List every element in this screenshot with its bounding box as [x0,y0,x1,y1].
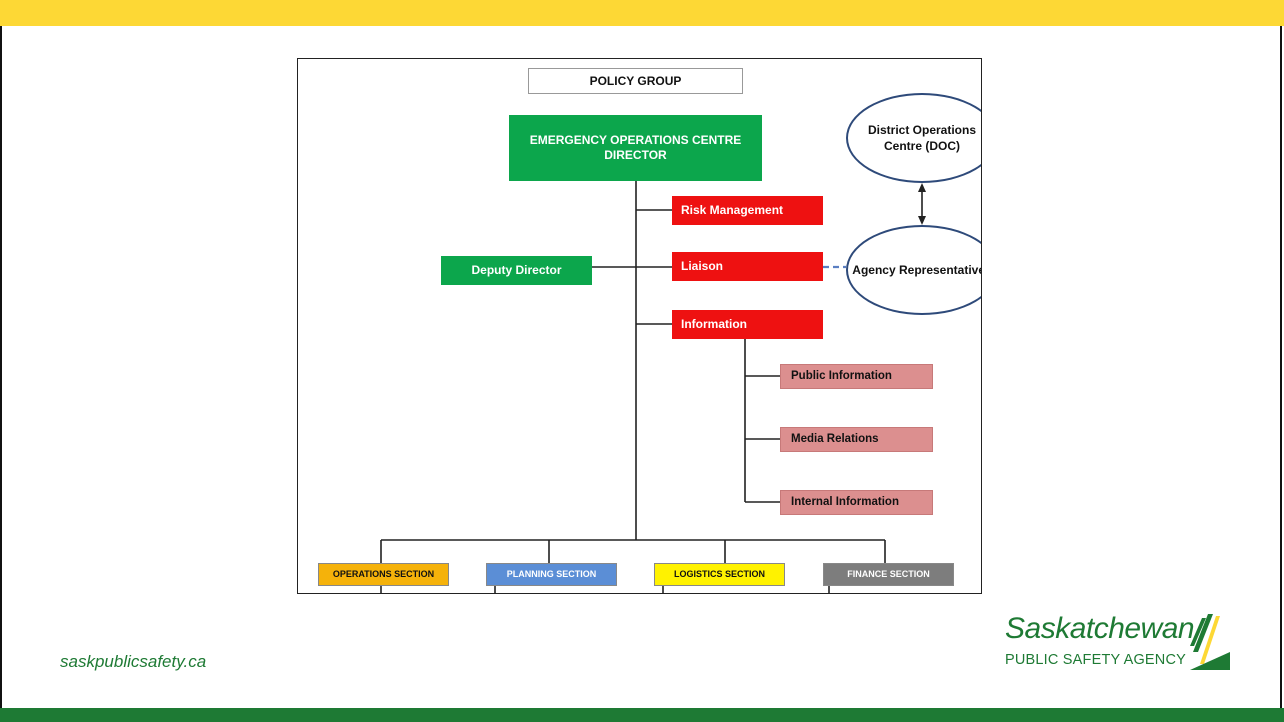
logo-wordmark: Saskatchewan [1005,612,1195,645]
planning-section-box: PLANNING SECTION [486,563,617,586]
finance-section-box: FINANCE SECTION [823,563,954,586]
slide-frame [0,26,1282,708]
bottom-accent-band [0,708,1284,722]
arrow-head-up [918,183,926,192]
arrow-head-down [918,216,926,225]
risk-management-box: Risk Management [672,196,823,225]
information-box: Information [672,310,823,339]
logistics-section-box: LOGISTICS SECTION [654,563,785,586]
internal-information-box: Internal Information [780,490,933,515]
public-information-box: Public Information [780,364,933,389]
eoc-director-box: EMERGENCY OPERATIONS CENTRE DIRECTOR [509,115,762,181]
top-accent-band [0,0,1284,26]
operations-section-box: OPERATIONS SECTION [318,563,449,586]
logo-subtitle: PUBLIC SAFETY AGENCY [1005,652,1187,668]
org-chart: POLICY GROUP EMERGENCY OPERATIONS CENTRE… [297,58,982,594]
agency-representatives-ellipse: Agency Representatives [846,225,981,315]
deputy-director-box: Deputy Director [441,256,592,285]
policy-group-box: POLICY GROUP [528,68,743,94]
wheat-stripe-icon [1190,614,1230,670]
district-operations-ellipse: District Operations Centre (DOC) [846,93,981,183]
media-relations-box: Media Relations [780,427,933,452]
liaison-box: Liaison [672,252,823,281]
connector-lines [380,181,926,593]
website-url: saskpublicsafety.ca [60,652,207,671]
spsa-logo: Saskatchewan PUBLIC SAFETY AGENCY [1002,612,1234,682]
